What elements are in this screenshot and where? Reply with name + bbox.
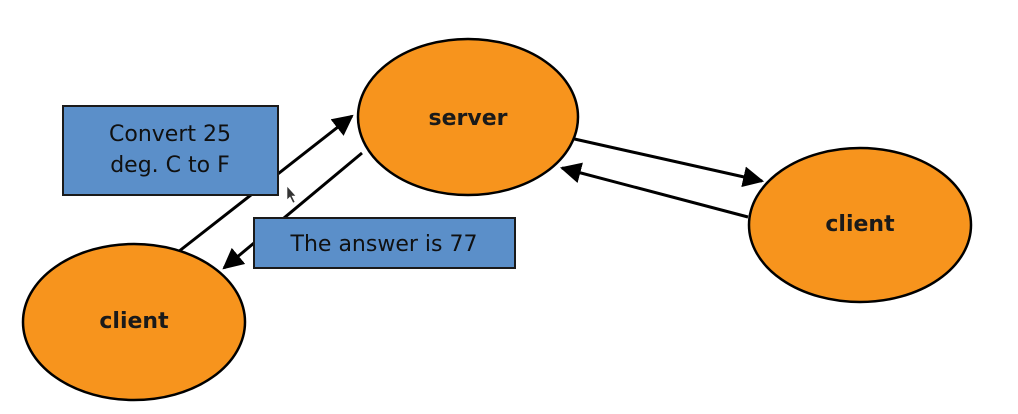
- server-node: server: [356, 37, 580, 197]
- server-label: server: [429, 106, 508, 131]
- request-text-line-1: Convert 25: [109, 122, 231, 147]
- arrow-server-to-client-right: [569, 136, 765, 188]
- request-text-line-2: deg. C to F: [110, 153, 230, 178]
- client-right-label: client: [825, 212, 895, 237]
- client-right-node: client: [747, 146, 973, 304]
- arrow-client-right-to-server: [559, 162, 749, 219]
- client-left-node: client: [21, 242, 247, 402]
- response-message: The answer is 77: [253, 217, 516, 269]
- arrow-server-to-client-left: [222, 151, 363, 270]
- mouse-cursor-icon: [286, 185, 297, 204]
- client-left-label: client: [99, 309, 169, 334]
- request-message: Convert 25 deg. C to F: [62, 105, 279, 196]
- response-text: The answer is 77: [290, 232, 478, 257]
